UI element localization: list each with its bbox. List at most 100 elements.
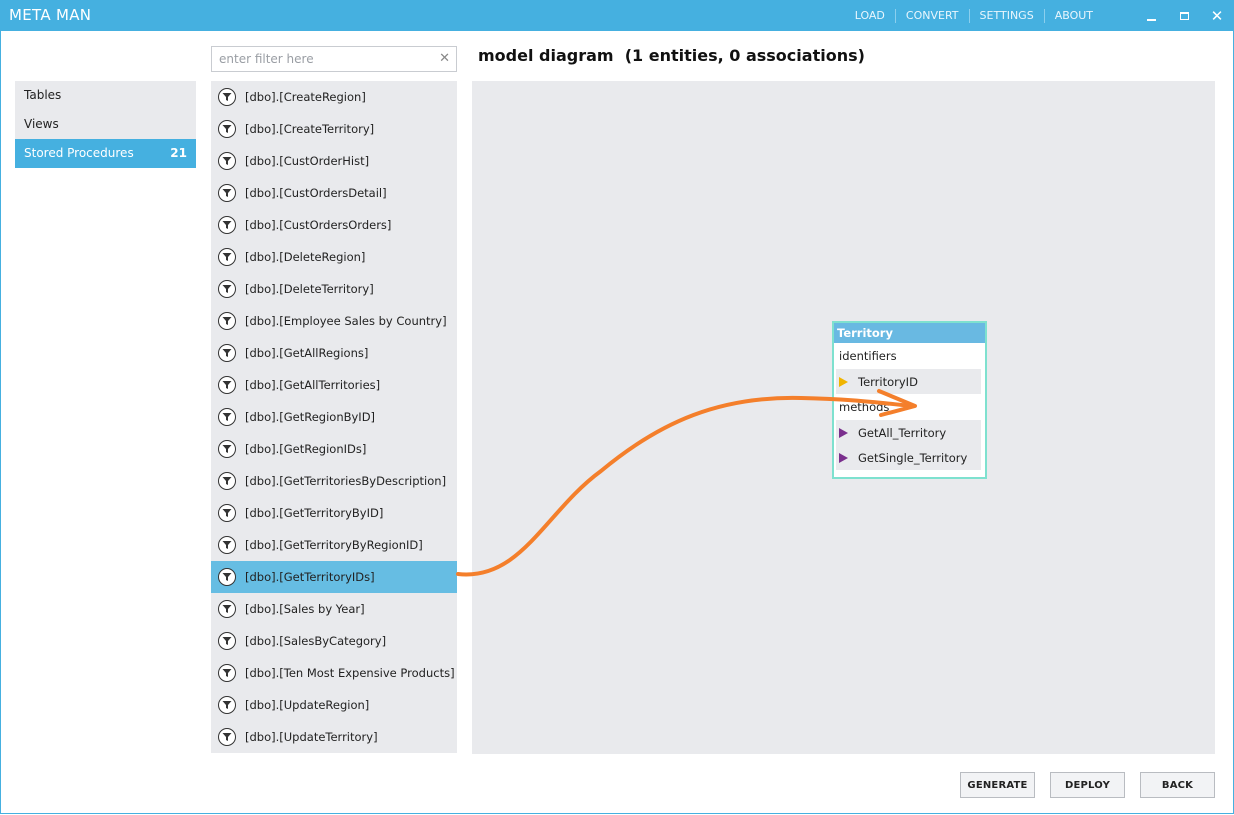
- procedure-name: [dbo].[CustOrdersOrders]: [245, 218, 392, 232]
- procedure-name: [dbo].[Sales by Year]: [245, 602, 365, 616]
- procedure-item[interactable]: [dbo].[CustOrdersDetail]: [211, 177, 457, 209]
- back-button[interactable]: BACK: [1140, 772, 1215, 798]
- procedure-item[interactable]: [dbo].[CustOrdersOrders]: [211, 209, 457, 241]
- procedure-item[interactable]: [dbo].[CreateTerritory]: [211, 113, 457, 145]
- procedure-item[interactable]: [dbo].[DeleteTerritory]: [211, 273, 457, 305]
- procedure-item[interactable]: [dbo].[GetTerritoryIDs]: [211, 561, 457, 593]
- filter-input[interactable]: [212, 47, 432, 71]
- diagram-title: model diagram (1 entities, 0 association…: [478, 46, 865, 65]
- procedure-name: [dbo].[CreateRegion]: [245, 90, 366, 104]
- procedure-item[interactable]: [dbo].[Ten Most Expensive Products]: [211, 657, 457, 689]
- procedure-item[interactable]: [dbo].[DeleteRegion]: [211, 241, 457, 273]
- menu-settings[interactable]: SETTINGS: [968, 9, 1044, 23]
- filter-funnel-icon: [218, 600, 236, 618]
- main-menu: LOAD CONVERT SETTINGS ABOUT: [845, 1, 1103, 31]
- nav-item-views[interactable]: Views: [15, 110, 196, 139]
- procedure-name: [dbo].[DeleteRegion]: [245, 250, 366, 264]
- procedure-name: [dbo].[GetTerritoryByRegionID]: [245, 538, 423, 552]
- procedure-item[interactable]: [dbo].[Employee Sales by Country]: [211, 305, 457, 337]
- filter-funnel-icon: [218, 632, 236, 650]
- app-title: META MAN: [9, 6, 92, 24]
- maximize-icon: [1179, 12, 1189, 20]
- procedure-name: [dbo].[GetTerritoryIDs]: [245, 570, 375, 584]
- nav-item-label: Stored Procedures: [24, 146, 134, 160]
- filter-funnel-icon: [218, 472, 236, 490]
- nav-item-label: Tables: [24, 88, 62, 102]
- filter-box: ✕: [211, 46, 457, 72]
- procedure-name: [dbo].[GetAllTerritories]: [245, 378, 381, 392]
- menu-load[interactable]: LOAD: [854, 9, 885, 22]
- entity-territory[interactable]: Territory identifiers TerritoryID method…: [832, 321, 987, 479]
- procedure-name: [dbo].[SalesByCategory]: [245, 634, 387, 648]
- procedure-item[interactable]: [dbo].[GetAllTerritories]: [211, 369, 457, 401]
- procedure-item[interactable]: [dbo].[GetTerritoryByRegionID]: [211, 529, 457, 561]
- filter-funnel-icon: [218, 376, 236, 394]
- menu-convert[interactable]: CONVERT: [894, 9, 969, 23]
- filter-funnel-icon: [218, 440, 236, 458]
- procedure-name: [dbo].[GetTerritoriesByDescription]: [245, 474, 447, 488]
- close-button[interactable]: ✕: [1202, 1, 1232, 31]
- deploy-button[interactable]: DEPLOY: [1050, 772, 1125, 798]
- procedure-item[interactable]: [dbo].[SalesByCategory]: [211, 625, 457, 657]
- methods-section-label: methods: [839, 400, 890, 414]
- filter-funnel-icon: [218, 568, 236, 586]
- method-marker-icon: [839, 427, 848, 438]
- stored-procedures-count: 21: [170, 146, 187, 160]
- generate-button[interactable]: GENERATE: [960, 772, 1035, 798]
- method-name: GetSingle_Territory: [858, 450, 968, 465]
- filter-funnel-icon: [218, 536, 236, 554]
- entity-name: Territory: [834, 323, 985, 343]
- identifier-row[interactable]: TerritoryID: [836, 369, 981, 394]
- maximize-button[interactable]: [1169, 1, 1199, 31]
- procedure-name: [dbo].[CreateTerritory]: [245, 122, 375, 136]
- procedure-item[interactable]: [dbo].[GetTerritoriesByDescription]: [211, 465, 457, 497]
- method-row[interactable]: GetSingle_Territory: [836, 445, 981, 470]
- procedure-item[interactable]: [dbo].[GetAllRegions]: [211, 337, 457, 369]
- filter-funnel-icon: [218, 248, 236, 266]
- method-marker-icon: [839, 452, 848, 463]
- identifier-name: TerritoryID: [858, 374, 918, 389]
- object-type-nav: Tables Views Stored Procedures 21: [15, 81, 196, 168]
- procedure-item[interactable]: [dbo].[GetRegionByID]: [211, 401, 457, 433]
- procedure-item[interactable]: [dbo].[CreateRegion]: [211, 81, 457, 113]
- minimize-icon: [1146, 19, 1156, 21]
- menu-about[interactable]: ABOUT: [1043, 9, 1103, 23]
- filter-funnel-icon: [218, 696, 236, 714]
- method-name: GetAll_Territory: [858, 425, 947, 440]
- procedure-item[interactable]: [dbo].[UpdateRegion]: [211, 689, 457, 721]
- key-marker-icon: [839, 376, 848, 387]
- nav-item-label: Views: [24, 117, 59, 131]
- procedure-name: [dbo].[GetTerritoryByID]: [245, 506, 384, 520]
- procedure-name: [dbo].[UpdateTerritory]: [245, 730, 378, 744]
- filter-funnel-icon: [218, 88, 236, 106]
- filter-funnel-icon: [218, 184, 236, 202]
- procedure-name: [dbo].[Ten Most Expensive Products]: [245, 666, 455, 680]
- filter-funnel-icon: [218, 408, 236, 426]
- nav-item-stored-procedures[interactable]: Stored Procedures 21: [15, 139, 196, 168]
- method-row[interactable]: GetAll_Territory: [836, 420, 981, 445]
- procedure-item[interactable]: [dbo].[GetRegionIDs]: [211, 433, 457, 465]
- filter-funnel-icon: [218, 504, 236, 522]
- filter-funnel-icon: [218, 120, 236, 138]
- nav-item-tables[interactable]: Tables: [15, 81, 196, 110]
- procedure-item[interactable]: [dbo].[CustOrderHist]: [211, 145, 457, 177]
- minimize-button[interactable]: [1136, 1, 1166, 31]
- identifiers-section-label: identifiers: [839, 349, 897, 363]
- procedure-item[interactable]: [dbo].[GetTerritoryByID]: [211, 497, 457, 529]
- filter-funnel-icon: [218, 216, 236, 234]
- procedure-name: [dbo].[UpdateRegion]: [245, 698, 370, 712]
- procedure-item[interactable]: [dbo].[Sales by Year]: [211, 593, 457, 625]
- filter-funnel-icon: [218, 312, 236, 330]
- procedure-name: [dbo].[CustOrdersDetail]: [245, 186, 387, 200]
- procedure-list: [dbo].[CreateRegion] [dbo].[CreateTerrito…: [211, 81, 457, 753]
- filter-funnel-icon: [218, 280, 236, 298]
- clear-filter-icon[interactable]: ✕: [439, 51, 450, 66]
- procedure-name: [dbo].[GetAllRegions]: [245, 346, 369, 360]
- close-icon: ✕: [1210, 7, 1224, 25]
- procedure-item[interactable]: [dbo].[UpdateTerritory]: [211, 721, 457, 753]
- procedure-name: [dbo].[Employee Sales by Country]: [245, 314, 447, 328]
- title-bar: META MAN LOAD CONVERT SETTINGS ABOUT ✕: [1, 1, 1233, 31]
- procedure-name: [dbo].[GetRegionIDs]: [245, 442, 367, 456]
- filter-funnel-icon: [218, 664, 236, 682]
